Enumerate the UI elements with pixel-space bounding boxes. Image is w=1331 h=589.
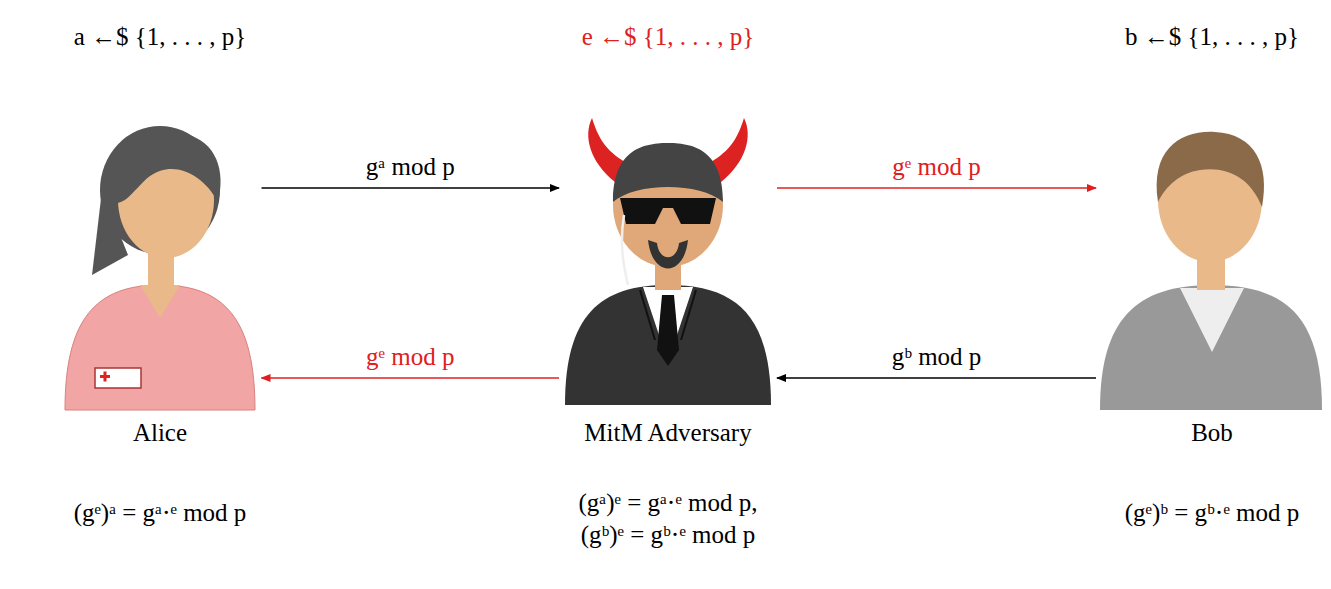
adversary-figure (565, 118, 771, 405)
random-choice: e ←$ {1, . . . , p} (582, 22, 755, 52)
shared-key-formula: (gᵃ)ᵉ = gᵃ⋅ᵉ mod p, (579, 488, 758, 518)
message-arrow (262, 377, 560, 379)
person-name: Bob (1191, 418, 1233, 448)
person-node: Alice (63, 118, 258, 448)
message-label: gᵃ mod p (366, 152, 455, 182)
random-choice: b ←$ {1, . . . , p} (1125, 22, 1299, 52)
message-label: gᵉ mod p (366, 342, 454, 372)
shared-key-formula: (gᵉ)ᵃ = gᵃ⋅ᵉ mod p (74, 498, 247, 528)
message-arrow (262, 187, 560, 189)
shared-key-formula: (gᵇ)ᵉ = gᵇ⋅ᵉ mod p (581, 520, 756, 550)
person-name: MitM Adversary (584, 418, 751, 448)
shared-key-formula: (gᵉ)ᵇ = gᵇ⋅ᵉ mod p (1125, 498, 1300, 528)
person-node: Bob (1100, 118, 1324, 448)
person-name: Alice (133, 418, 187, 448)
message-label: gᵉ mod p (892, 152, 980, 182)
alice-figure (65, 126, 255, 410)
message-arrow (777, 377, 1096, 379)
random-choice: a ←$ {1, . . . , p} (74, 22, 247, 52)
person-node: MitM Adversary (563, 118, 773, 448)
bob-figure (1100, 132, 1322, 410)
message-arrow (777, 187, 1096, 189)
message-label: gᵇ mod p (892, 342, 982, 372)
